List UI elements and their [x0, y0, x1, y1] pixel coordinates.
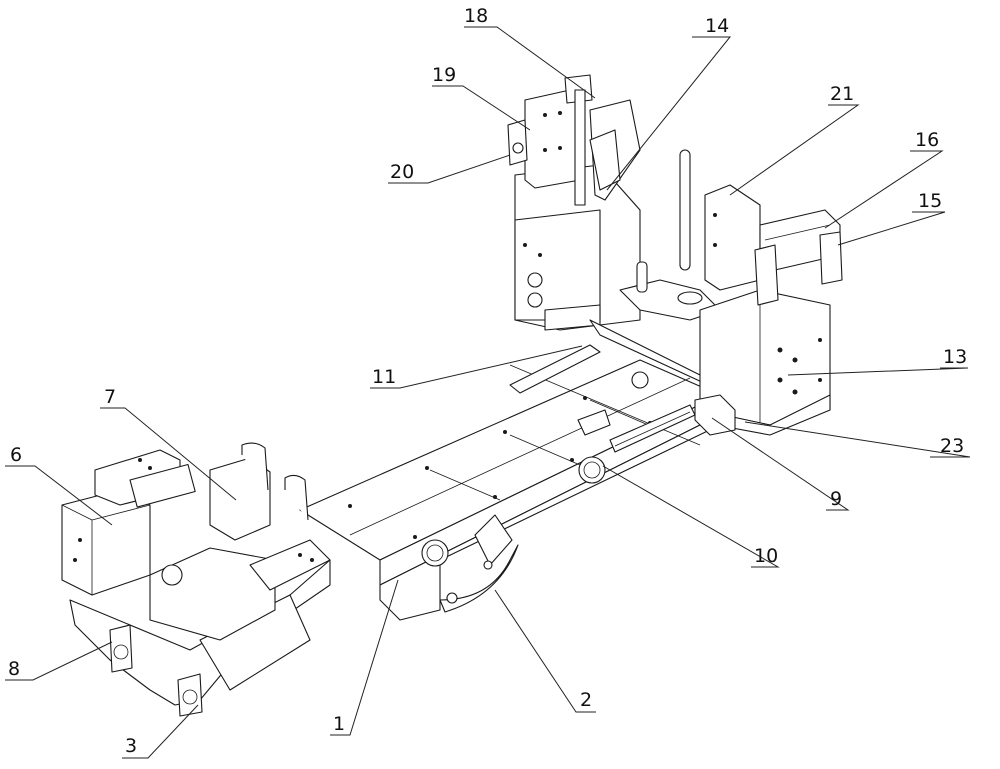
right-column [619, 149, 721, 321]
base-platform [299, 359, 721, 621]
leader-15 [837, 211, 946, 246]
callout-3: 3 [125, 735, 137, 757]
left-column [514, 164, 641, 331]
leader-1 [330, 579, 399, 736]
right-end-block [694, 394, 736, 436]
side-clamp [507, 119, 528, 166]
callout-11: 11 [372, 366, 396, 388]
leader-23 [744, 421, 971, 458]
upper-column-arm [589, 99, 641, 201]
leader-3 [122, 704, 199, 759]
leader-11 [370, 345, 583, 389]
arc-guide [439, 514, 519, 613]
right-clamp-plate [704, 184, 761, 291]
callout-15: 15 [918, 190, 942, 212]
callout-23: 23 [940, 435, 964, 457]
cylinder-bracket [754, 231, 843, 306]
callout-16: 16 [915, 129, 939, 151]
callout-1: 1 [333, 713, 345, 735]
callout-21: 21 [830, 83, 854, 105]
leader-21 [729, 104, 860, 196]
rear-motor-unit [149, 442, 331, 641]
leader-9 [711, 417, 850, 511]
callout-20: 20 [390, 161, 414, 183]
callout-14: 14 [705, 15, 729, 37]
callout-19: 19 [432, 64, 456, 86]
leader-10 [602, 465, 780, 568]
callout-7: 7 [104, 386, 116, 408]
leader-18 [464, 26, 596, 99]
clamp-plate [524, 89, 581, 189]
leader-20 [388, 154, 511, 184]
callout-9: 9 [830, 488, 842, 510]
callout-8: 8 [8, 658, 20, 680]
leader-14 [606, 36, 732, 191]
callout-labels: 1 2 3 6 7 8 9 10 11 13 14 15 16 18 19 20… [8, 5, 967, 757]
leader-13 [787, 367, 969, 376]
leader-6 [5, 465, 113, 526]
callout-6: 6 [10, 444, 22, 466]
leader-8 [5, 641, 113, 681]
linear-rail [577, 404, 696, 453]
callout-2: 2 [580, 689, 592, 711]
callout-18: 18 [464, 5, 488, 27]
callout-10: 10 [754, 545, 778, 567]
leader-lines [5, 26, 971, 759]
leader-19 [432, 85, 531, 131]
leader-2 [494, 589, 596, 713]
top-handle [564, 74, 593, 206]
leader-16 [824, 150, 944, 229]
leader-7 [100, 407, 237, 501]
callout-13: 13 [943, 346, 967, 368]
